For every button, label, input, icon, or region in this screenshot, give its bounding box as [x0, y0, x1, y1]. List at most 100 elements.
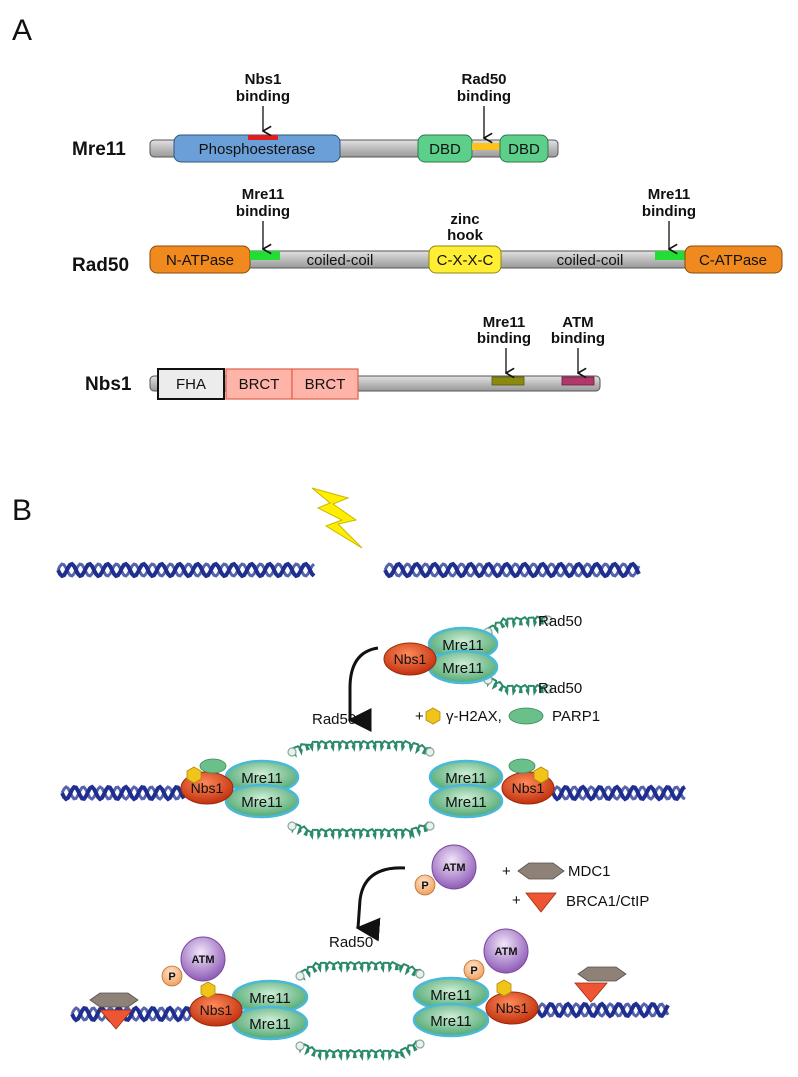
- zinc-hook-domain: [428, 245, 502, 274]
- mdc1-label: MDC1: [568, 863, 611, 880]
- zinc-hook-label: C-X-X-C: [437, 252, 494, 269]
- broken-dna: [56, 561, 641, 579]
- panel-label-a: A: [12, 14, 32, 47]
- zinc-hook-annotation-l2: hook: [447, 227, 483, 244]
- dna3-right-strand-2: [536, 1002, 670, 1018]
- b1-rad50-coil-bottom-end-ring-1: [287, 821, 297, 831]
- coiled-coil-label-1: coiled-coil: [307, 252, 374, 269]
- step2-atm-icon: [431, 844, 477, 890]
- rad50-coil-top-3: [295, 960, 425, 981]
- step2-factors: P ATM + MDC1 + BRCA1/CtIP: [414, 844, 649, 913]
- nbs1-mre11-binding-label-l2: binding: [477, 330, 531, 347]
- mre11-binding-site-left: [250, 251, 280, 260]
- b1-right-mre11-bottom: [428, 783, 504, 819]
- complex-rad50-coil-top: [487, 614, 551, 637]
- atm-binding-label-l1: ATM: [562, 314, 593, 331]
- mre11-name: Mre11: [72, 139, 126, 160]
- step2-plus-2: +: [512, 892, 521, 909]
- b1-left-mre11-top-label: Mre11: [241, 770, 282, 787]
- b1-rad50-coil-top-end-ring-2: [425, 747, 435, 757]
- step1-arrow: [347, 646, 379, 732]
- complex-nbs1: [383, 642, 437, 676]
- complex-rad50-bottom-label: Rad50: [538, 680, 582, 697]
- step2-p-label: P: [421, 880, 428, 892]
- b2-left-atm: [180, 936, 226, 982]
- b1-right-mre11-bottom-label: Mre11: [445, 794, 486, 811]
- complex-nbs1-label: Nbs1: [394, 651, 427, 667]
- b2-left-p-label: P: [168, 971, 175, 983]
- b2-right-mdc1: [577, 966, 627, 982]
- dna-right-strand-1: [383, 561, 641, 579]
- panel-label-b: B: [12, 494, 32, 527]
- c-atpase-domain: [684, 245, 783, 274]
- b1-rad50-coil-bottom: [291, 821, 433, 840]
- b1-rad50-coil-top: [292, 739, 434, 758]
- zinc-hook-annotation-l1: zinc: [450, 211, 479, 228]
- atm-binding-site: [561, 376, 595, 386]
- parp1-icon: [508, 707, 544, 725]
- nbs1-mre11-binding-site: [491, 376, 525, 386]
- complex-rad50-coil-bottom: [486, 677, 551, 696]
- complex-mre11-bottom-label: Mre11: [442, 660, 483, 677]
- b1-rad50-coil-top-end-ring-1: [287, 747, 297, 757]
- complex-rad50-coil-top-end-ring-2: [543, 615, 553, 625]
- parp1-label: PARP1: [552, 708, 600, 725]
- b2-left-mre11-bottom: [231, 1005, 309, 1041]
- fha-label: FHA: [176, 376, 206, 393]
- brca1-ctip-icon: [525, 892, 557, 913]
- b1-left-parp1: [199, 758, 227, 774]
- b2-right-mre11-bottom-label: Mre11: [430, 1013, 471, 1030]
- dna-left-strand-1: [56, 561, 316, 579]
- fha-domain: [157, 368, 225, 400]
- b2-rad50-coil-top: [300, 960, 423, 981]
- nbs1-protein: Nbs1 FHA BRCT BRCT Mre11 binding ATM bin…: [85, 314, 605, 400]
- dna-left-strand-2: [56, 562, 316, 578]
- phosphoesterase-label: Phosphoesterase: [199, 141, 316, 158]
- mdc1-icon: [517, 862, 565, 880]
- nbs1-binding-label-l2: binding: [236, 88, 290, 105]
- b1-right-mre11-top-label: Mre11: [445, 770, 486, 787]
- dna-row-3: [70, 1001, 670, 1023]
- b2-right-atm-label: ATM: [494, 946, 517, 958]
- dna2-left-strand-2: [60, 785, 186, 801]
- step1-factors: + γ-H2AX, PARP1: [415, 707, 600, 725]
- b2-right-brca1: [574, 982, 608, 1003]
- brca1-ctip-label: BRCA1/CtIP: [566, 893, 649, 910]
- mrn-complex: Rad50 Rad50 Mre11 Mre11 Nbs1: [383, 613, 582, 697]
- nbs1-name: Nbs1: [85, 374, 132, 395]
- nbs1-mre11-binding-label-l1: Mre11: [483, 314, 526, 331]
- dna3-left-strand-2: [70, 1006, 194, 1022]
- b2-right-p-label: P: [470, 965, 477, 977]
- mre11-binding-site-right: [655, 251, 685, 260]
- brct-label-2: BRCT: [305, 376, 346, 393]
- dna3-right-strand-1: [536, 1001, 670, 1019]
- nbs1-binding-label-l1: Nbs1: [245, 71, 282, 88]
- b2-rad50-coil-top-end-ring-1: [295, 971, 305, 981]
- b1-right-h2ax: [533, 766, 549, 784]
- b2-left-nbs1: [189, 993, 243, 1027]
- rad50-coil-bottom-2: [287, 821, 435, 840]
- complex-rad50-top-label: Rad50: [538, 613, 582, 630]
- b2-left-h2ax: [200, 981, 216, 999]
- n-atpase-label: N-ATPase: [166, 252, 234, 269]
- step1-plus: +: [415, 708, 424, 725]
- b2-right-nbs1-label: Nbs1: [496, 1000, 529, 1016]
- dbd-domain-2: [499, 134, 549, 163]
- dna-row-2: [60, 784, 687, 802]
- step2-plus-1: +: [502, 863, 511, 880]
- b2-left-atm-label: ATM: [191, 954, 214, 966]
- b2-right-atm: [483, 928, 529, 974]
- rad50-name: Rad50: [72, 255, 129, 276]
- coiled-coil-label-2: coiled-coil: [557, 252, 624, 269]
- brct-label-1: BRCT: [239, 376, 280, 393]
- dbd-label-1: DBD: [429, 141, 461, 158]
- dna2-right-strand-2: [551, 785, 686, 801]
- step2-arrow: [355, 866, 406, 942]
- mre11-binding-right-label-l2: binding: [642, 203, 696, 220]
- complex-rad50-coil-bottom-end-ring-2: [543, 684, 553, 694]
- atm-binding-label-l2: binding: [551, 330, 605, 347]
- rad50-protein: Rad50 N-ATPase coiled-coil C-X-X-C coile…: [72, 186, 783, 276]
- bridged-complex-1: Mre11 Mre11 Nbs1 Mre11 Mre11 Nbs1: [60, 739, 687, 840]
- step2-atm-label: ATM: [442, 862, 465, 874]
